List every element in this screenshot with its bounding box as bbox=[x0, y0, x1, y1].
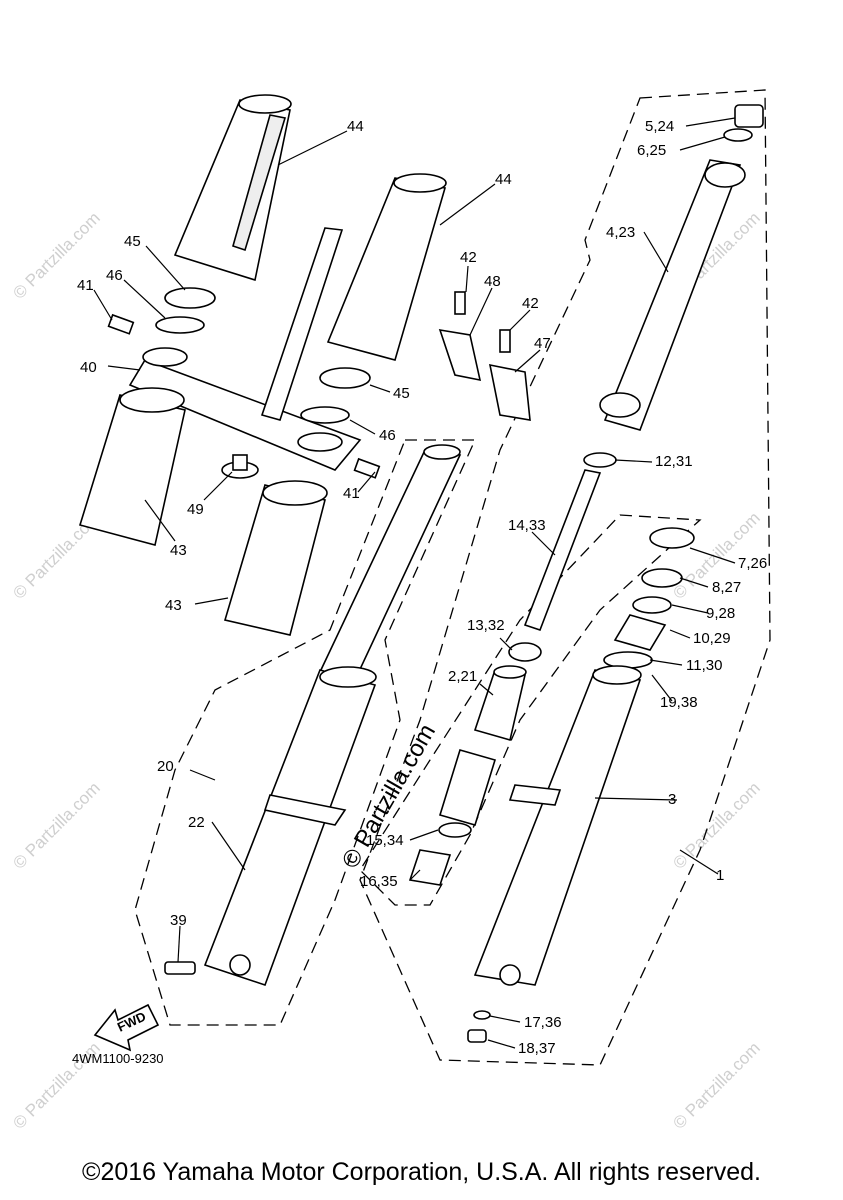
callout-43a: 43 bbox=[170, 542, 187, 559]
damper-rod-14 bbox=[523, 452, 617, 632]
callout-44b: 44 bbox=[495, 171, 512, 188]
fork-cover-43-left bbox=[78, 387, 186, 546]
fwd-arrow-icon: FWD bbox=[93, 1003, 160, 1052]
fork-cover-44-right bbox=[326, 173, 447, 361]
inner-tube bbox=[318, 444, 462, 681]
seal-stack bbox=[603, 527, 695, 669]
callout-45a: 45 bbox=[124, 233, 141, 250]
callout-40: 40 bbox=[80, 359, 97, 376]
outer-tube-22 bbox=[203, 666, 377, 987]
outline-damper-box bbox=[359, 514, 702, 906]
rebound-spring-13 bbox=[508, 642, 542, 662]
callout-16-35: 16,35 bbox=[360, 873, 398, 890]
callout-12-31: 12,31 bbox=[655, 453, 693, 470]
svg-text:© Partzilla.com: © Partzilla.com bbox=[9, 778, 103, 872]
callout-5-24: 5,24 bbox=[645, 118, 674, 135]
callout-1: 1 bbox=[716, 867, 724, 884]
diagram-id: 4WM1100-9230 bbox=[72, 1051, 164, 1066]
callout-7-26: 7,26 bbox=[738, 555, 767, 572]
svg-text:© Partzilla.com: © Partzilla.com bbox=[669, 1038, 763, 1132]
callout-47: 47 bbox=[534, 335, 551, 352]
cap-bolt-5 bbox=[723, 104, 764, 142]
outline-assembly-1 bbox=[359, 89, 771, 1066]
callout-13-32: 13,32 bbox=[467, 617, 505, 634]
group-outlines bbox=[134, 89, 771, 1066]
callout-2-21: 2,21 bbox=[448, 668, 477, 685]
fork-cover-44-left bbox=[173, 94, 292, 282]
drain-bolt-18 bbox=[467, 1010, 491, 1043]
callout-17-36: 17,36 bbox=[524, 1014, 562, 1031]
callout-49: 49 bbox=[187, 501, 204, 518]
small-hardware bbox=[107, 291, 531, 479]
callout-labels: 44 44 45 46 41 40 42 48 42 47 45 46 41 4… bbox=[77, 118, 767, 1057]
callout-10-29: 10,29 bbox=[693, 630, 731, 647]
callout-22: 22 bbox=[188, 814, 205, 831]
copyright-notice: ©2016 Yamaha Motor Corporation, U.S.A. A… bbox=[82, 1158, 761, 1186]
callout-41a: 41 bbox=[77, 277, 94, 294]
callout-48: 48 bbox=[484, 273, 501, 290]
bolt-39 bbox=[164, 961, 196, 975]
steering-stem bbox=[260, 227, 344, 421]
callout-42a: 42 bbox=[460, 249, 477, 266]
outline-assembly-20 bbox=[134, 439, 477, 1026]
callout-15-34: 15,34 bbox=[366, 832, 404, 849]
callout-18-37: 18,37 bbox=[518, 1040, 556, 1057]
callout-11-30: 11,30 bbox=[686, 657, 722, 674]
piston-metal-2 bbox=[473, 665, 527, 742]
callout-46a: 46 bbox=[106, 267, 123, 284]
callout-46b: 46 bbox=[379, 427, 396, 444]
callout-44a: 44 bbox=[347, 118, 364, 135]
callout-41b: 41 bbox=[343, 485, 360, 502]
upper-bracket-40 bbox=[128, 287, 371, 471]
callout-6-25: 6,25 bbox=[637, 142, 666, 159]
callout-14-33: 14,33 bbox=[508, 517, 546, 534]
fork-cover-43-right bbox=[223, 480, 328, 636]
fork-spring-4 bbox=[599, 159, 746, 431]
svg-text:© Partzilla.com: © Partzilla.com bbox=[669, 778, 763, 872]
callout-20: 20 bbox=[157, 758, 174, 775]
callout-8-27: 8,27 bbox=[712, 579, 741, 596]
outer-tube-3 bbox=[473, 665, 642, 986]
callout-9-28: 9,28 bbox=[706, 605, 735, 622]
leader-lines bbox=[93, 117, 736, 1049]
callout-43b: 43 bbox=[165, 597, 182, 614]
callout-4-23: 4,23 bbox=[606, 224, 635, 241]
callout-45b: 45 bbox=[393, 385, 410, 402]
oil-lock-piece bbox=[408, 749, 497, 886]
callout-3: 3 bbox=[668, 791, 676, 808]
callout-42b: 42 bbox=[522, 295, 539, 312]
callout-39: 39 bbox=[170, 912, 187, 929]
callout-19-38: 19,38 bbox=[660, 694, 698, 711]
